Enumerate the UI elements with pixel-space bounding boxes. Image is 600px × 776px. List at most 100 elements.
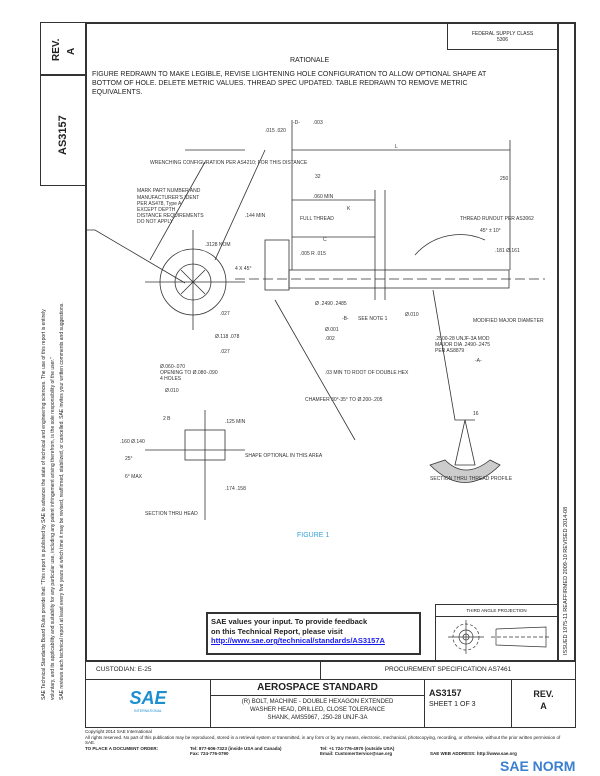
min-125: .125 MIN (225, 419, 246, 425)
order-label: TO PLACE A DOCUMENT ORDER: (85, 745, 159, 751)
figure-drawing: WRENCHING CONFIGURATION PER AS4210; FOR … (85, 120, 545, 520)
fcf-perpendicularity: .003 (313, 120, 323, 126)
shank-dia: Ø .2490 .2485 (315, 301, 347, 307)
watermark: SAE NORM (500, 758, 576, 774)
chamfer-note: CHAMFER 30°-35° TO Ø.200-.205 (305, 397, 383, 403)
full-thread: FULL THREAD (300, 216, 334, 222)
title-line: SHANK, AMS5967, .250-28 UNJF-3A (267, 715, 368, 721)
projection-label: THIRD ANGLE PROJECTION (436, 605, 557, 617)
dia-118: Ø.118 .078 (215, 334, 240, 340)
chamfer-4x: 4 X 45° (235, 266, 251, 272)
dim-015: .015 .020 (265, 128, 286, 134)
rev-box: REV. A (40, 22, 86, 76)
holes-note-2: OPENING TO Ø.080-.090 (160, 370, 218, 376)
projection-symbol-icon (448, 620, 551, 654)
side-notice: SAE Technical Standards Board Rules prov… (40, 190, 67, 700)
procurement-spec: PROCUREMENT SPECIFICATION AS7461 (320, 660, 576, 680)
history-dates: ISSUED 1975-11 REAFFIRMED 2009-10 REVISE… (563, 506, 569, 655)
head-side (264, 239, 290, 291)
min-060: .060 MIN (313, 194, 334, 200)
rationale-heading: RATIONALE (290, 57, 330, 64)
doc-number-cell: AS3157 SHEET 1 OF 3 (424, 679, 512, 728)
frame-divider (557, 22, 559, 662)
marking-note-4: EXCEPT DEPTH (137, 207, 176, 213)
rev-value: A (540, 701, 547, 711)
angle-25: 25° (125, 456, 133, 462)
fsc-box: FEDERAL SUPPLY CLASS 5306 (447, 22, 558, 50)
footer: Copyright 2014 SAE International All rig… (85, 729, 565, 757)
doc-number-box: AS3157 (40, 74, 86, 186)
dim-l: L (395, 144, 398, 150)
copyright: Copyright 2014 SAE International (85, 729, 152, 734)
title-line: WASHER HEAD, DRILLED, CLOSE TOLERANCE (250, 707, 385, 713)
notice-line: SAE Technical Standards Board Rules prov… (41, 309, 47, 700)
sae-logo-text: SAE (129, 688, 167, 708)
title-line: (R) BOLT, MACHINE - DOUBLE HEXAGON EXTEN… (241, 699, 394, 705)
tel-intl: Tel: +1 724-776-4970 (outside USA) (320, 745, 395, 751)
marking-note-6: DO NOT APPLY (137, 219, 174, 225)
dia-181: .181 Ø.161 (495, 248, 520, 254)
section-thru-head: SECTION THRU HEAD (145, 511, 198, 517)
sheet-number: SHEET 1 OF 3 (429, 701, 476, 708)
rationale-text: FIGURE REDRAWN TO MAKE LEGIBLE, REVISE L… (92, 71, 487, 96)
across-flats-dim: .3128 NOM (205, 242, 231, 248)
marking-note-1: MARK PART NUMBER AND (137, 188, 201, 194)
email[interactable]: Email: CustomerService@sae.org (320, 751, 393, 756)
root-note: .03 MIN TO ROOT OF DOUBLE HEX (325, 370, 409, 376)
holes-note-3: 4 HOLES (160, 376, 182, 382)
feedback-line-2: on this Technical Report, please visit (211, 626, 343, 636)
notice-line: SAE reviews each technical report at lea… (59, 302, 65, 700)
rev-label: REV. (51, 38, 62, 61)
fax: Fax: 724-776-0790 (190, 751, 229, 756)
tel-us: Tel: 877-606-7323 (inside USA and Canada… (190, 745, 282, 751)
wrenching-note: WRENCHING CONFIGURATION PER AS4210; FOR … (150, 160, 308, 166)
radius-dim: .005 R .015 (300, 251, 326, 257)
projection-box: THIRD ANGLE PROJECTION (435, 604, 558, 662)
dim-174: .174 .158 (225, 486, 246, 492)
sae-logo: SAE INTERNATIONAL (85, 679, 211, 728)
thread-runout: THREAD RUNOUT PER AS3062 (460, 216, 534, 222)
thread-spec-1: .2500-28 UNJF-3A MOD (435, 336, 490, 342)
fcf-hole-position: Ø.010 (165, 388, 179, 394)
dia-160: .160 Ø.140 (120, 439, 145, 445)
feedback-line-1: SAE values your input. To provide feedba… (211, 617, 368, 626)
fcf-runout-027: .027 (220, 311, 230, 317)
fcf-straightness: Ø.001 (325, 327, 339, 333)
rights-notice: All rights reserved. No part of this pub… (85, 734, 561, 746)
max-6: 6° MAX (125, 474, 143, 480)
modified-major-dia: MODIFIED MAJOR DIAMETER (473, 318, 544, 324)
fcf-thread-position: Ø.010 (405, 312, 419, 318)
marking-note-5: DISTANCE REQUIREMENTS (137, 213, 204, 219)
dim-c: C (323, 237, 327, 243)
sae-logo-sub: INTERNATIONAL (134, 709, 162, 713)
fcf-small: 2 B (163, 416, 171, 422)
custodian: CUSTODIAN: E-25 (85, 660, 321, 680)
thread-spec-2: MAJOR DIA .2490-.2475 (435, 342, 490, 348)
min-144: .144 MIN (245, 213, 266, 219)
shape-optional: SHAPE OPTIONAL IN THIS AREA (245, 453, 323, 459)
datum-a: -A- (475, 358, 482, 364)
web-address[interactable]: SAE WEB ADDRESS: http://www.sae.org (430, 751, 517, 756)
fsc-label: FEDERAL SUPPLY CLASS (471, 31, 534, 37)
drawing-labels: WRENCHING CONFIGURATION PER AS4210; FOR … (120, 120, 544, 517)
fcf-runout-027b: .027 (220, 349, 230, 355)
aerospace-standard-heading: AEROSPACE STANDARD (211, 680, 424, 696)
feedback-link[interactable]: http://www.sae.org/technical/standards/A… (211, 636, 385, 645)
fcf-runout: .002 (325, 336, 335, 342)
finish-32: 32 (315, 174, 321, 180)
section-thru-thread: SECTION THRU THREAD PROFILE (430, 476, 513, 482)
drawing-frame (85, 22, 576, 662)
marking-note-2: MANUFACTURER'S IDENT (137, 195, 199, 201)
datum-b: -B- (342, 316, 349, 322)
dim-k: K (347, 206, 351, 212)
angle-dim: 45° ± 10° (480, 228, 501, 234)
side-doc-number: AS3157 (57, 115, 69, 155)
fsc-value: 5306 (496, 37, 509, 43)
finish-250: 250 (500, 176, 509, 182)
feedback-box: SAE values your input. To provide feedba… (206, 612, 421, 655)
rev-cell: REV. A (511, 679, 576, 728)
rev-label: REV. (533, 689, 554, 699)
doc-number: AS3157 (429, 688, 462, 698)
holes-note-1: Ø.060-.070 (160, 364, 185, 370)
